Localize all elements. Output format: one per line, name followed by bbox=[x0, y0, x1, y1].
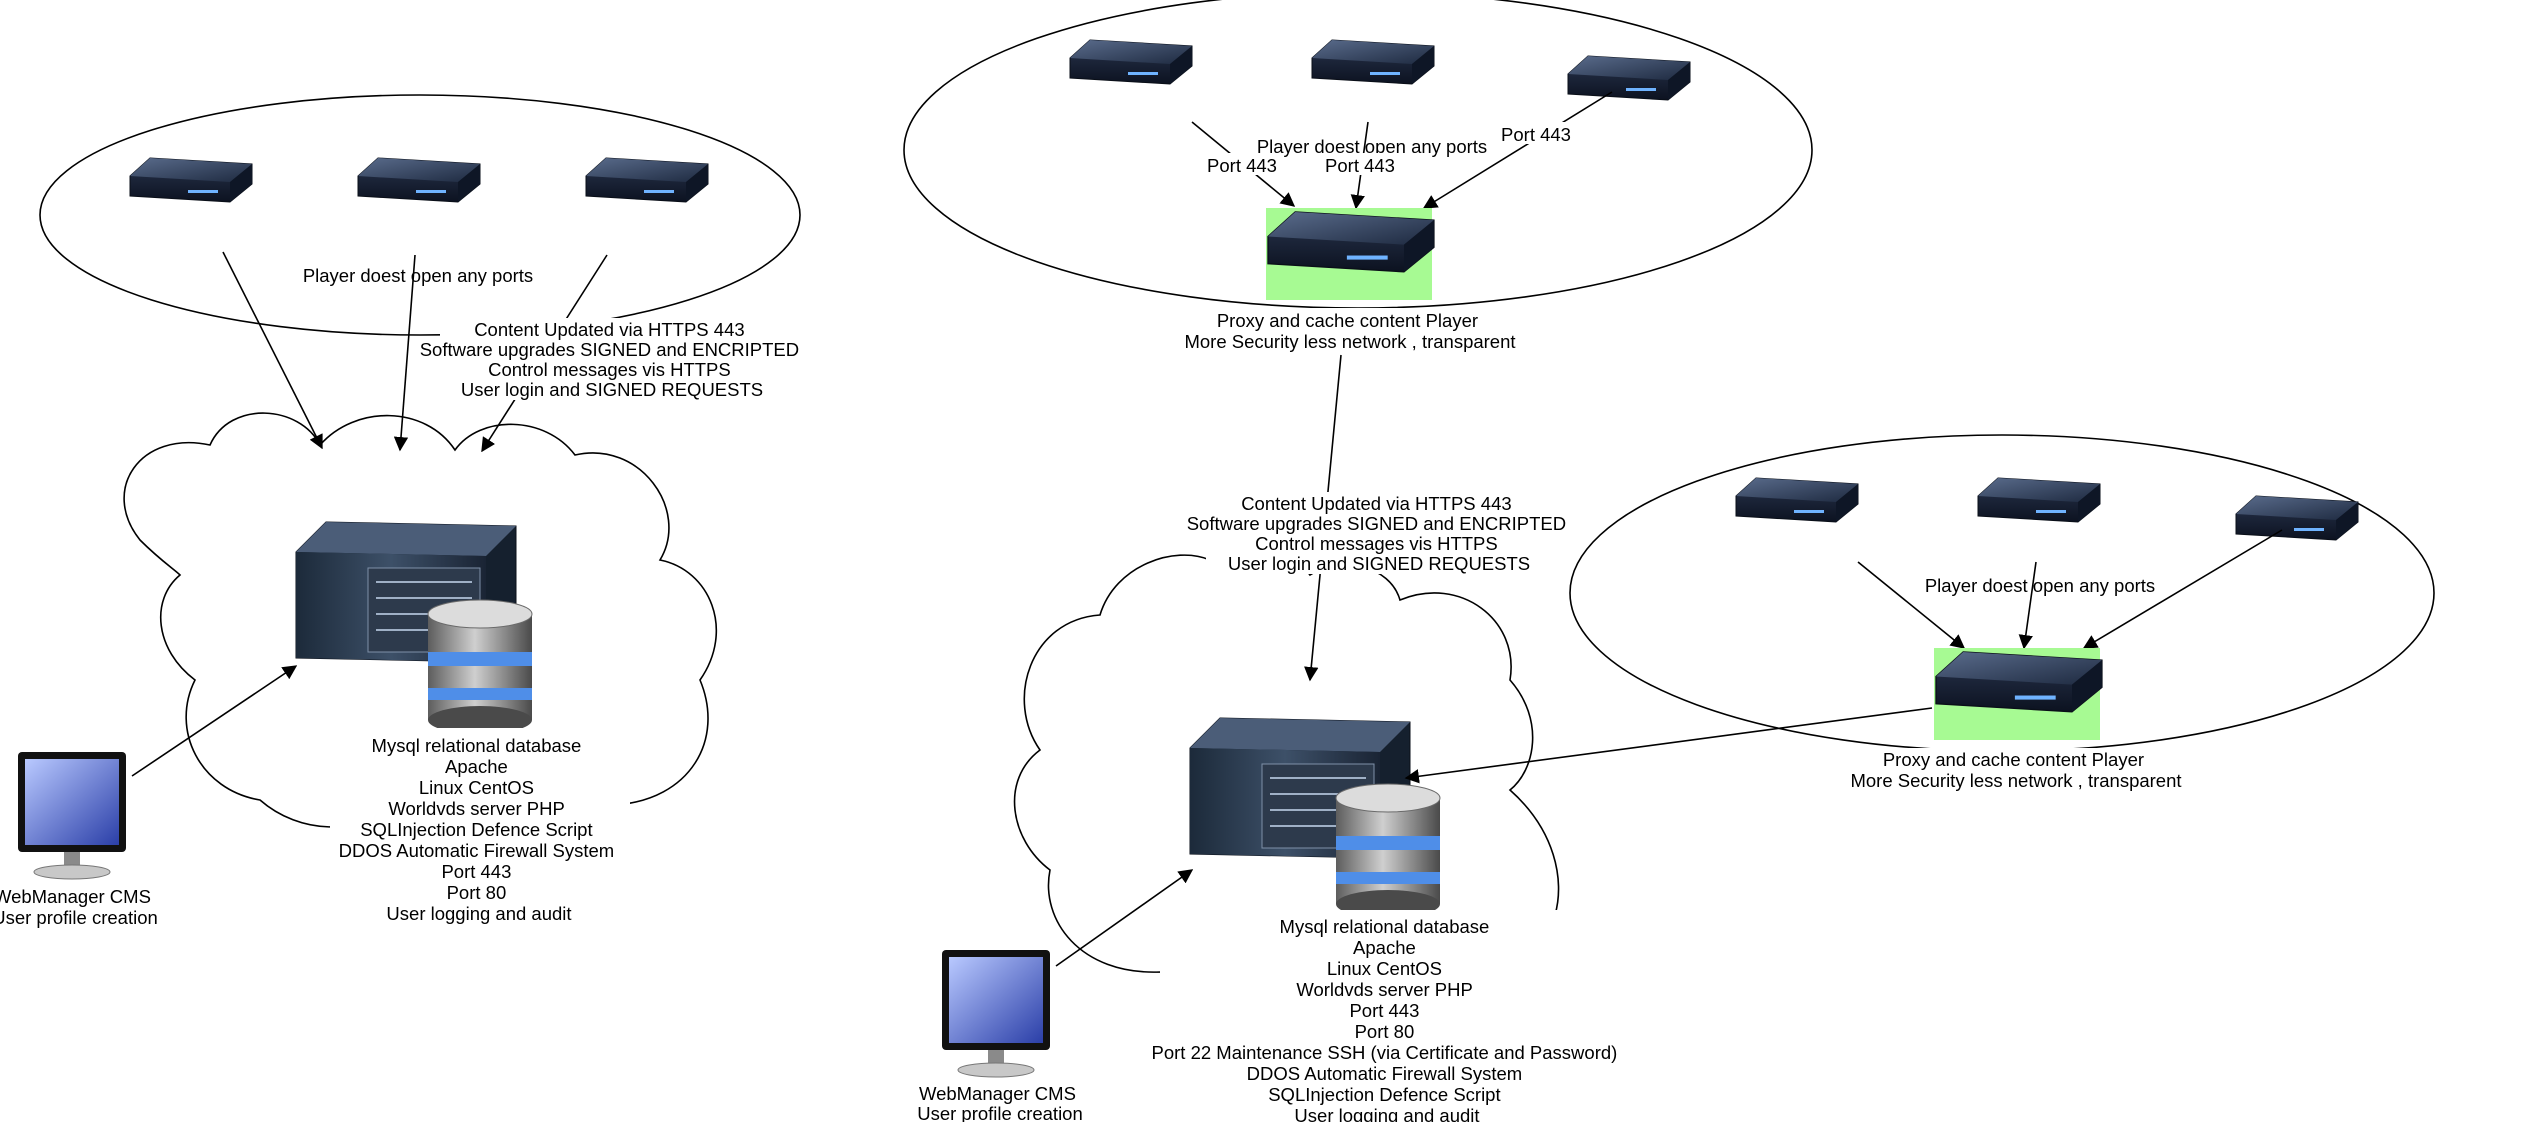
right-proxy-device-icon bbox=[1935, 651, 2103, 713]
left-database-icon bbox=[427, 599, 533, 735]
middle-link-label: Content Updated via HTTPS 443 Software u… bbox=[1187, 493, 1572, 574]
top-player-1-icon bbox=[1069, 39, 1193, 85]
right-player-2-icon bbox=[1977, 477, 2101, 523]
right-proxy-to-middle-edge bbox=[1404, 707, 1933, 784]
top-edge-player3 bbox=[1422, 91, 1613, 209]
middle-server-label: Mysql relational database Apache Linux C… bbox=[1152, 916, 1623, 1122]
left-player-2-icon bbox=[357, 157, 481, 203]
right-player-3-icon bbox=[2235, 495, 2359, 541]
top-player-2-icon bbox=[1311, 39, 1435, 85]
left-players-zone bbox=[39, 94, 801, 336]
middle-database-icon bbox=[1335, 783, 1441, 919]
left-edge-player2 bbox=[393, 254, 416, 452]
right-edge-player2 bbox=[2018, 561, 2037, 650]
top-port-label-1: Port 443 bbox=[1207, 155, 1277, 176]
middle-cms-label: WebManager CMS User profile creation bbox=[917, 1083, 1083, 1122]
left-player-1-icon bbox=[129, 157, 253, 203]
top-players-label: Player doest open any ports bbox=[1257, 136, 1487, 157]
middle-cms-monitor-icon bbox=[941, 949, 1051, 1078]
right-proxy-label: Proxy and cache content Player More Secu… bbox=[1850, 749, 2181, 791]
left-edge-cms bbox=[131, 665, 298, 777]
left-players-label: Player doest open any ports bbox=[303, 265, 533, 286]
top-proxy-label: Proxy and cache content Player More Secu… bbox=[1184, 310, 1515, 352]
left-link-label: Content Updated via HTTPS 443 Software u… bbox=[420, 319, 805, 400]
left-cms-monitor-icon bbox=[17, 751, 127, 880]
left-cms-label: WebManager CMS User profile creation bbox=[0, 886, 158, 928]
left-edge-player1 bbox=[222, 251, 323, 450]
right-edge-player3 bbox=[2082, 529, 2283, 649]
top-port-label-2: Port 443 bbox=[1325, 155, 1395, 176]
right-players-label: Player doest open any ports bbox=[1925, 575, 2155, 596]
left-server-label: Mysql relational database Apache Linux C… bbox=[339, 735, 620, 924]
top-port-label-3: Port 443 bbox=[1501, 124, 1571, 145]
left-player-3-icon bbox=[585, 157, 709, 203]
top-proxy-device-icon bbox=[1267, 211, 1435, 273]
top-player-3-icon bbox=[1567, 55, 1691, 101]
middle-edge-cms bbox=[1055, 869, 1194, 967]
right-edge-player1 bbox=[1857, 561, 1966, 649]
right-player-1-icon bbox=[1735, 477, 1859, 523]
